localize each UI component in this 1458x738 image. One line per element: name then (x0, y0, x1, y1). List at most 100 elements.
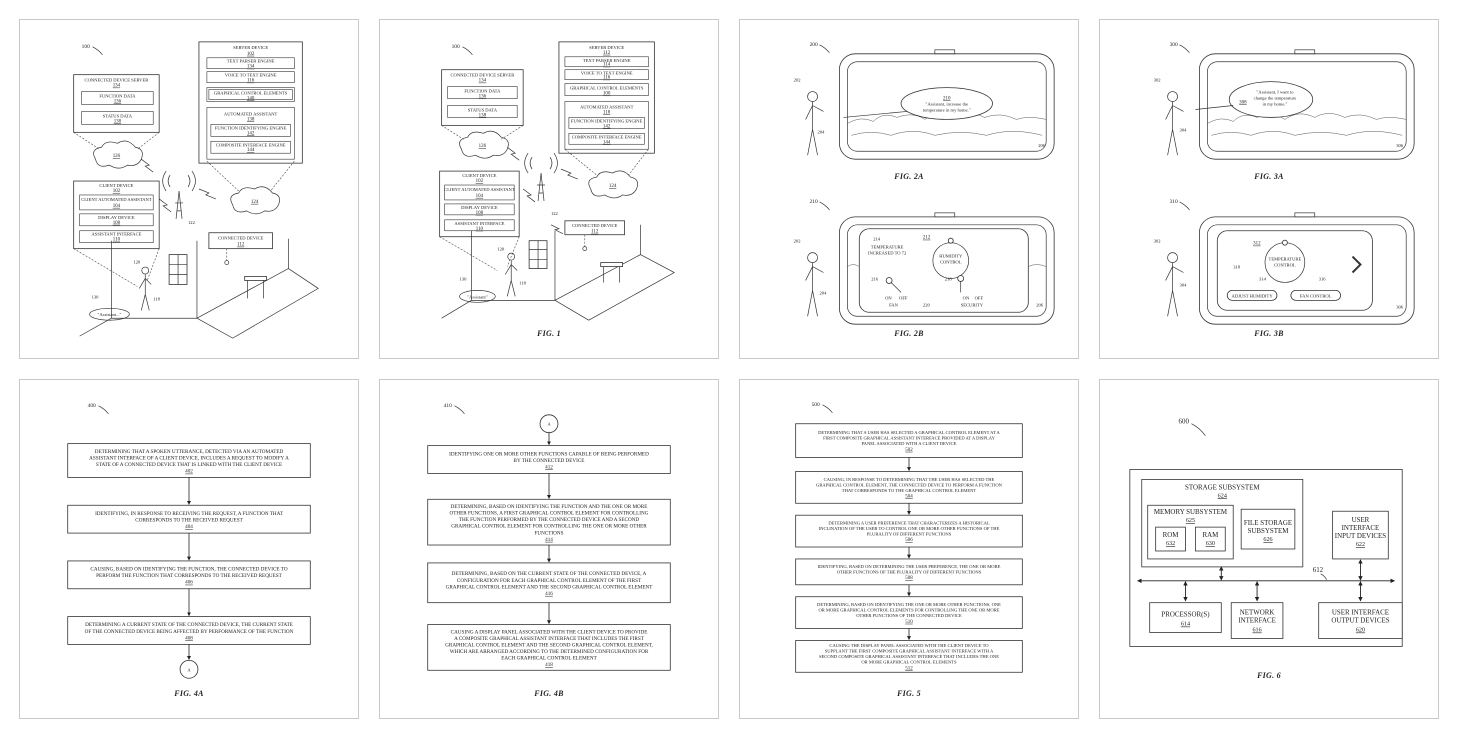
fig6-ref-pointer (1191, 423, 1206, 436)
fig3b-fan-control-button[interactable] (1290, 290, 1341, 301)
text-parser-box (206, 57, 295, 70)
device-ref: 118 (519, 280, 526, 285)
status-data-box (81, 111, 154, 125)
connected-server-label: CONNECTED DEVICE SERVER (451, 73, 516, 78)
text-parser-label: TEXT PARSER ENGINE (583, 58, 631, 63)
fig2b-temp-ref: 214 (873, 237, 881, 242)
step-text-line: THAT CORRESPONDS TO THE GRAPHICAL CONTRO… (842, 488, 977, 493)
function-engine-ref: 142 (603, 124, 611, 129)
step-box (67, 560, 311, 590)
fig3a-bubble-ref: 308 (1239, 101, 1247, 106)
step-text-line: GRAPHICAL CONTROL ELEMENT, THE CONNECTED… (816, 482, 1003, 488)
step-text-line: IDENTIFYING ONE OR MORE OTHER FUNCTIONS … (449, 451, 649, 457)
fig5-caption: FIG. 5 (897, 689, 921, 698)
figure-4b-panel: 410 A FIG. 4B IDENTIFYING ONE OR MORE OT… (379, 379, 719, 719)
display-device-box (79, 213, 154, 227)
step-text-line: DETERMINING THAT A SPOKEN UTTERANCE, DET… (95, 449, 284, 455)
client-device-label: CLIENT DEVICE (462, 173, 496, 178)
status-data-ref: 138 (479, 113, 487, 118)
fig4a-step-406: CAUSING, BASED ON IDENTIFYING THE FUNCTI… (67, 560, 311, 590)
server-cloud-callout (564, 149, 649, 176)
step-text-line: CAUSING, IN RESPONSE TO DETERMINING THAT… (824, 477, 995, 483)
fig2b-sec-off: OFF (975, 295, 984, 300)
fig3a-screen-ref: 306 (1396, 143, 1404, 148)
fig4a-step-404: IDENTIFYING, IN RESPONSE TO RECEIVING TH… (67, 504, 311, 534)
step-box (427, 498, 671, 546)
assistant-interface-box (444, 219, 515, 232)
fig4b-step-416: DETERMINING, BASED ON THE CURRENT STATE … (427, 562, 671, 604)
fig2b-fan-knob[interactable] (885, 277, 893, 284)
step-text-line: FIRST COMPOSITE GRAPHICAL ASSISTANT INTE… (823, 436, 996, 441)
window-panes (169, 254, 188, 285)
display-device-label: DISPLAY DEVICE (461, 205, 498, 210)
figure-5-flowchart: 500 FIG. 5 DETERMINING THAT A USER HAS S… (795, 402, 1023, 698)
display-device-box (444, 203, 515, 216)
fig6-file-storage-ref: 626 (1263, 537, 1272, 543)
step-text-line: IDENTIFYING, IN RESPONSE TO RECEIVING TH… (95, 511, 284, 517)
client-assistant-ref: 104 (476, 194, 484, 199)
figure-4b-flowchart: 410 A FIG. 4B IDENTIFYING ONE OR MORE OT… (427, 403, 671, 698)
ref-pointer (92, 46, 103, 56)
step-text-line: WHICH ARE ARRANGED ACCORDING TO THE DETE… (450, 649, 649, 655)
client-assistant-box (79, 194, 154, 211)
fig3b-person-head (1167, 252, 1178, 263)
fig5-step-506: DETERMINING A USER PREFERENCE THAT CHARA… (795, 514, 1023, 548)
fig2b-sec-label: SECURITY (961, 302, 984, 307)
assistant-interface-box (79, 230, 154, 243)
signal-waves-icon (524, 153, 558, 174)
fig3b-next-chevron-icon[interactable] (1351, 255, 1362, 274)
function-data-ref: 136 (114, 100, 122, 105)
step-text-line: OR MORE GRAPHICAL CONTROL ELEMENTS (861, 660, 957, 665)
fig2b-composite-interface (858, 228, 1029, 313)
connected-server-ref: 134 (113, 84, 121, 89)
table-legs (247, 280, 264, 299)
figure-3-panel: 300 308 "Assistant, I want to change the… (1099, 19, 1439, 359)
fig4b-ref-pointer (454, 405, 465, 415)
fig6-network-line1: NETWORK (1240, 609, 1275, 617)
step-text-line: CAUSING THE DISPLAY PANEL ASSOCIATED WIT… (829, 643, 989, 648)
fig2b-fan-off: OFF (899, 295, 908, 300)
connected-device-box (564, 220, 625, 236)
fig2b-person-head (807, 252, 818, 263)
step-text-line: GRAPHICAL CONTROL ELEMENT FOR CONTROLLIN… (451, 524, 647, 530)
step-box (795, 558, 1023, 586)
step-text-line: OF THE CONNECTED DEVICE BEING AFFECTED B… (85, 629, 294, 635)
server-cloud-callout (206, 160, 295, 192)
step-text-line: CONFIGURATION FOR EACH GRAPHICAL CONTROL… (457, 578, 642, 584)
step-text-line: DETERMINING, BASED ON IDENTIFYING THE ON… (817, 602, 1001, 608)
fig3a-landscape (1207, 113, 1407, 136)
step-text-line: DETERMINING A CURRENT STATE OF THE CONNE… (85, 622, 293, 628)
step-ref: 402 (185, 469, 193, 475)
tower-icon (175, 190, 184, 219)
step-text-line: DETERMINING A USER PREFERENCE THAT CHARA… (828, 521, 990, 526)
fig6-file-storage-box (1240, 508, 1296, 550)
assistant-interface-label: ASSISTANT INTERFACE (454, 221, 504, 226)
fig3b-314-ref: 314 (1259, 276, 1267, 281)
wireless-bolt-3-icon (158, 198, 172, 213)
fig2b-humid-line1: HUMIDITY (939, 254, 963, 259)
step-text-line: CAUSING A DISPLAY PANEL ASSOCIATED WITH … (451, 629, 648, 635)
fig3a-person-head (1167, 91, 1178, 102)
step-box (427, 445, 671, 474)
fig5-step-512: CAUSING THE DISPLAY PANEL ASSOCIATED WIT… (795, 640, 1023, 673)
fig4a-connector-A (179, 659, 199, 679)
connected-device-label: CONNECTED DEVICE (572, 223, 618, 228)
fig2a-bubble-line2: temperature in my home." (923, 107, 971, 112)
fig2b-security-knob[interactable] (957, 275, 965, 282)
speech-text: "Assistant" (467, 294, 488, 299)
room-drawing (79, 238, 319, 339)
fig3b-adjust-humidity-button[interactable] (1226, 290, 1278, 301)
voice-to-text-ref: 116 (247, 79, 255, 84)
wireless-bolt-1-icon (141, 158, 154, 173)
fig6-ui-input-line2: INTERFACE (1342, 524, 1380, 532)
fig3a-person-icon (1165, 101, 1184, 156)
step-text-line: INCLINATION OF THE USER TO CONTROL ONE O… (819, 526, 1000, 531)
step-text-line: OTHER FUNCTIONS OF THE PLURALITY OF DIFF… (837, 570, 982, 575)
fig2b-humidity-knob[interactable] (947, 237, 954, 244)
fig6-ram-box (1195, 526, 1226, 552)
function-data-label: FUNCTION DATA (464, 89, 501, 94)
fig3b-temperature-knob[interactable] (1282, 239, 1288, 246)
fig6-network-ref: 616 (1252, 628, 1261, 634)
step-ref: 504 (905, 495, 913, 500)
fig6-file-storage-line2: SUBSYSTEM (1248, 527, 1289, 535)
